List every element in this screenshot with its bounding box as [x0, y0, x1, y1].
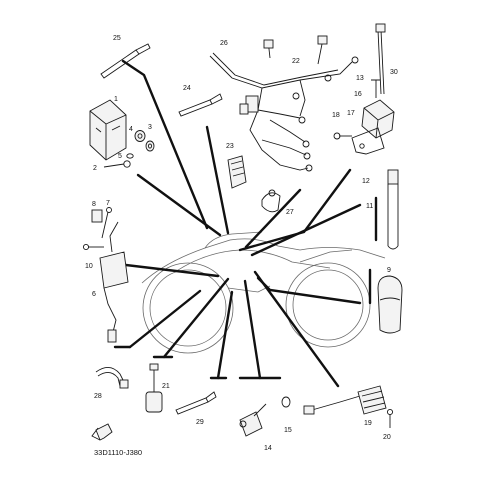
part-23-coupler: [227, 155, 247, 189]
part-24-bracket: [178, 93, 223, 117]
label-1: 1: [114, 96, 118, 103]
part-19-rectifier: [303, 385, 387, 415]
part-14-sensor: [239, 403, 267, 437]
label-10: 10: [85, 263, 93, 270]
leader-lines: [113, 59, 378, 388]
part-15-washer: [281, 396, 291, 408]
part-16-relay: [361, 99, 395, 139]
label-22: 22: [292, 58, 300, 65]
label-6: 6: [92, 291, 96, 298]
label-25: 25: [113, 35, 121, 42]
label-29: 29: [196, 419, 204, 426]
part-28-lead: [95, 367, 129, 389]
part-8-cap: [91, 209, 103, 223]
part-17-bracket: [351, 127, 385, 155]
part-27-clip: [261, 189, 281, 213]
label-11: 11: [366, 203, 373, 210]
label-14: 14: [264, 445, 272, 452]
part-6-ignition-coil: [99, 221, 129, 343]
label-7: 7: [106, 200, 110, 207]
label-27: 27: [286, 209, 294, 216]
part-3-collar: [145, 140, 155, 152]
part-25-bracket: [100, 43, 151, 79]
part-30-cable-tie: [375, 23, 386, 95]
part-1-cdi-unit: [89, 99, 127, 161]
part-12-cap: [387, 169, 399, 185]
label-20: 20: [383, 434, 391, 441]
part-22-wire-harness: [209, 35, 359, 172]
part-4-damper: [134, 130, 146, 142]
label-16: 16: [354, 91, 362, 98]
label-23: 23: [226, 143, 234, 150]
part-9-cover: [377, 275, 403, 334]
part-29-bracket: [175, 391, 217, 415]
label-9: 9: [387, 267, 391, 274]
front-arrow-icon: [91, 423, 113, 441]
part-11-tube: [387, 184, 399, 250]
part-2-bolt: [103, 160, 131, 168]
label-17: 17: [347, 110, 355, 117]
label-30: 30: [390, 69, 398, 76]
label-4: 4: [129, 126, 133, 133]
diagram-code: 33D1110-J380: [94, 448, 142, 457]
part-labels: 25 1 3 4 5 2 24 26 22 30 13 16 17 18 23 …: [85, 35, 398, 452]
label-19: 19: [364, 420, 372, 427]
part-10-bolt: [82, 243, 104, 251]
part-18-bolt: [333, 132, 352, 140]
label-21: 21: [162, 383, 170, 390]
part-13-bolt: [371, 79, 380, 98]
label-26: 26: [220, 40, 228, 47]
label-28: 28: [94, 393, 102, 400]
part-5-washer: [126, 153, 134, 159]
label-15: 15: [284, 427, 292, 434]
label-18: 18: [332, 112, 340, 119]
label-5: 5: [118, 153, 122, 160]
label-3: 3: [148, 124, 152, 131]
label-2: 2: [93, 165, 97, 172]
label-24: 24: [183, 85, 191, 92]
part-21-condenser: [145, 363, 163, 413]
label-13: 13: [356, 75, 364, 82]
part-7-bolt: [101, 207, 112, 239]
label-8: 8: [92, 201, 96, 208]
label-12: 12: [362, 178, 370, 185]
part-20-bolt: [386, 408, 394, 428]
